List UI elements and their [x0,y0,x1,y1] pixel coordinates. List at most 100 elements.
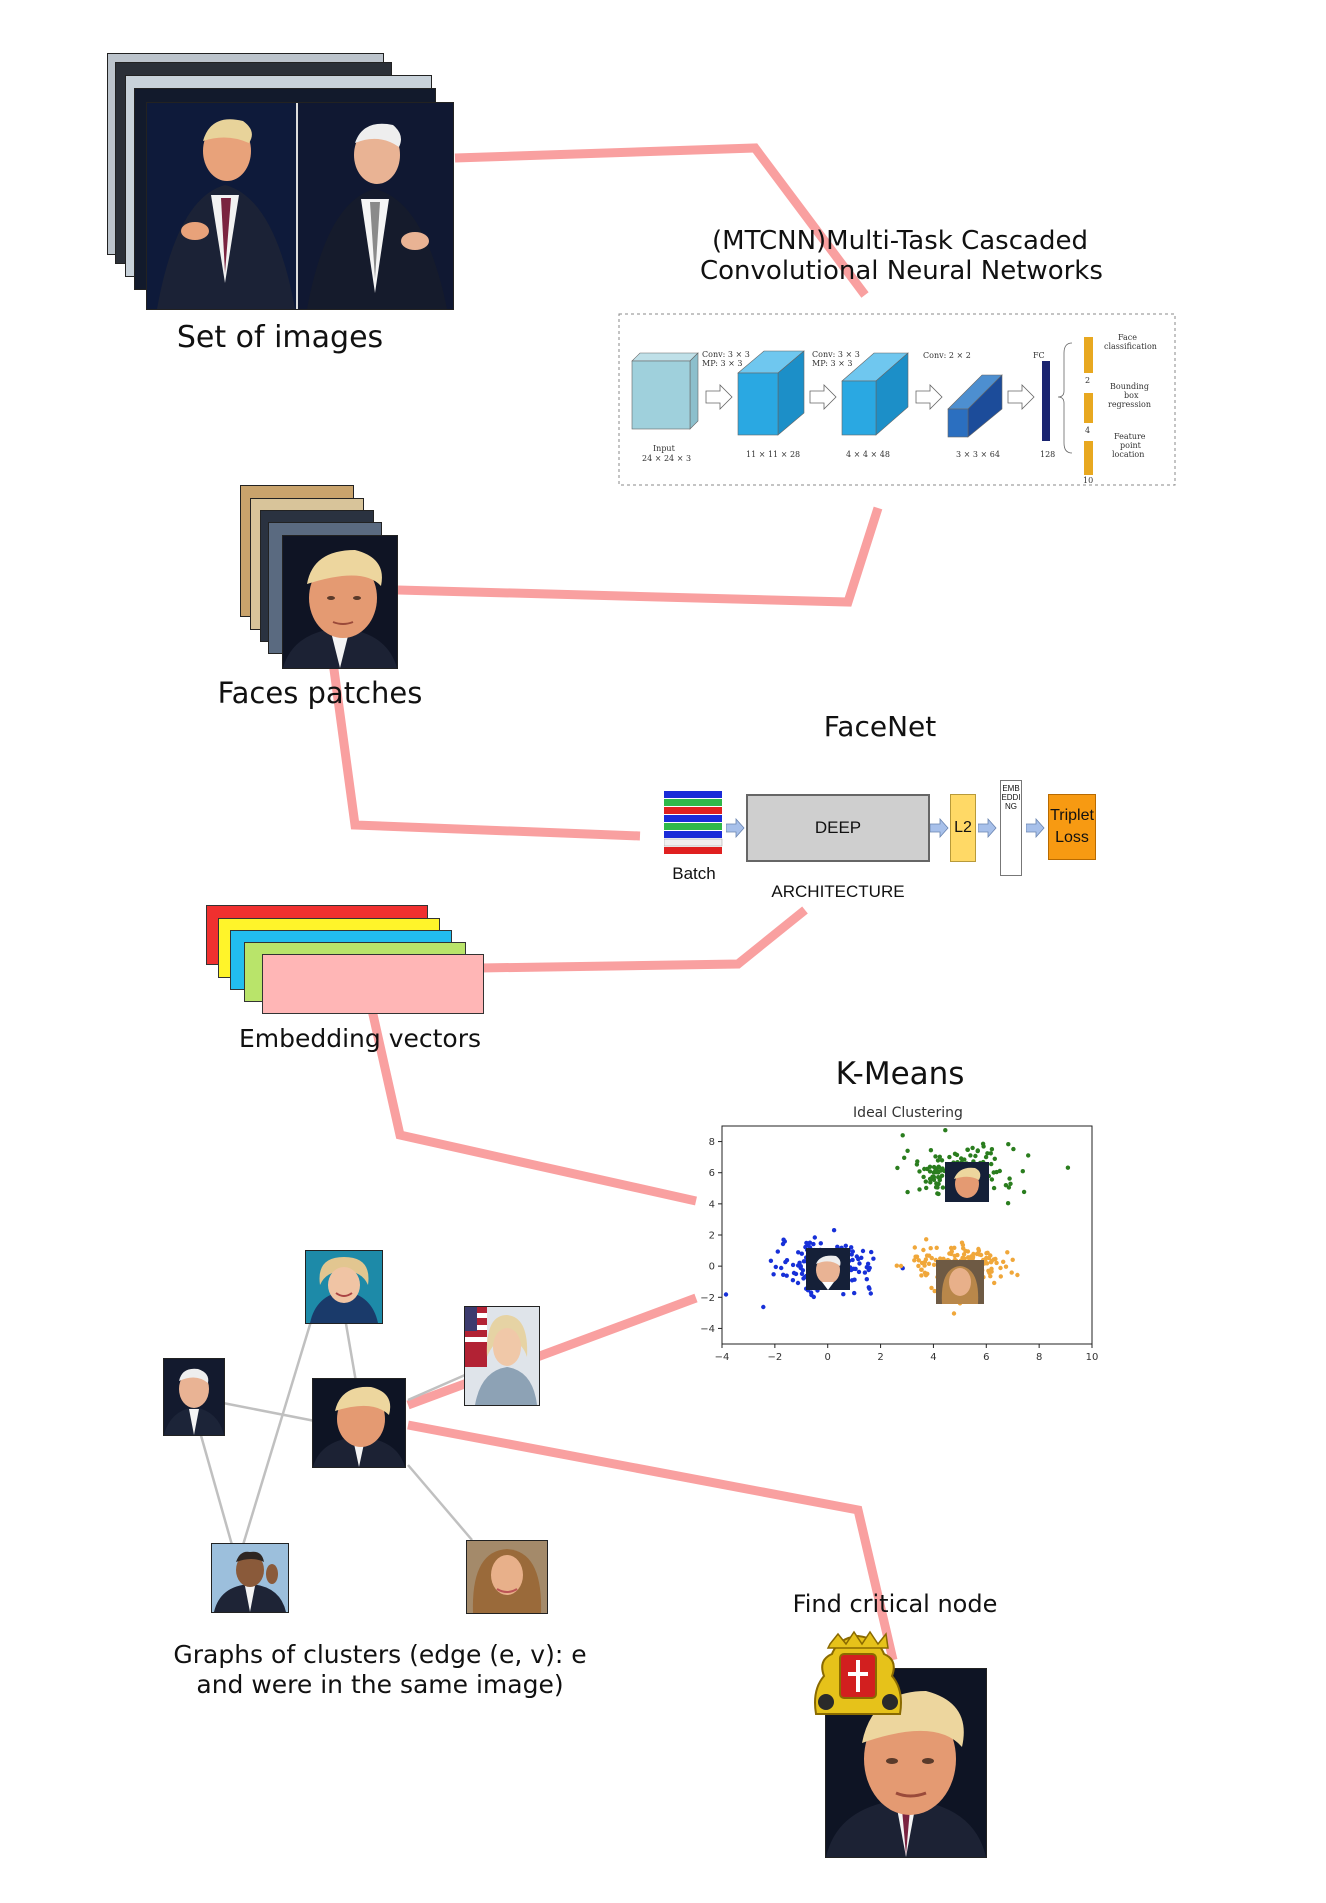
scatter-point-cluster-3 [932,1288,937,1294]
scatter-point-cluster-3 [1005,1250,1010,1255]
scatter-point-cluster-1 [1007,1176,1012,1181]
scatter-point-cluster-1 [1020,1169,1025,1174]
scatter-point-cluster-1 [928,1180,933,1185]
mtcnn-diagram: Conv: 3 × 3 MP: 3 × 3 Conv: 3 × 3 MP: 3 … [618,313,1176,486]
scatter-point-cluster-2 [866,1285,871,1290]
scatter-point-cluster-3 [912,1258,917,1263]
scatter-point-cluster-1 [991,1185,997,1191]
scatter-point-cluster-1 [931,1177,937,1182]
scatter-point-cluster-2 [868,1291,873,1296]
scatter-point-cluster-3 [994,1260,999,1266]
scatter-point-cluster-1 [947,1154,952,1160]
scatter-point-cluster-2 [867,1265,872,1271]
scatter-point-cluster-2 [835,1244,840,1249]
scatter-point-cluster-3 [924,1237,929,1242]
scatter-point-cluster-2 [850,1249,855,1254]
scatter-point-cluster-3 [951,1311,957,1316]
scatter-point-cluster-2 [771,1272,776,1277]
scatter-point-cluster-3 [1015,1272,1020,1278]
scatter-point-cluster-3 [948,1245,954,1251]
scatter-point-cluster-3 [931,1262,937,1267]
scatter-point-cluster-1 [988,1151,993,1156]
scatter-point-cluster-3 [1001,1259,1006,1264]
scatter-point-cluster-2 [852,1290,857,1296]
scatter-point-cluster-3 [923,1257,929,1262]
scatter-point-cluster-1 [962,1157,967,1162]
kmeans-title: K-Means [835,1056,965,1092]
scatter-point-cluster-2 [775,1249,780,1254]
scatter-point-cluster-2 [849,1278,855,1283]
scatter-point-cluster-2 [761,1304,766,1310]
scatter-point-cluster-1 [924,1185,929,1191]
scatter-point-cluster-1 [1011,1146,1016,1152]
embedding-box: EMBEDDING [1000,780,1022,876]
scatter-point-cluster-1 [921,1174,926,1180]
graph-node-trump[interactable] [312,1378,406,1468]
connector-faces-to-facenet [325,639,641,841]
graph-node-obama[interactable] [211,1543,289,1613]
face-patch-photo [282,535,398,669]
scatter-point-cluster-1 [931,1164,937,1170]
scatter-point-cluster-3 [977,1252,982,1257]
mtcnn-title-line2: Convolutional Neural Networks [700,256,1103,286]
svg-text:10: 10 [1083,476,1093,485]
scatter-point-cluster-1 [994,1169,999,1175]
scatter-point-cluster-1 [939,1158,945,1163]
scatter-point-cluster-2 [854,1254,859,1259]
scatter-point-cluster-2 [843,1243,848,1248]
svg-text:box: box [1124,391,1139,400]
cluster-face-blue [806,1248,850,1290]
scatter-point-cluster-1 [989,1177,995,1182]
scatter-point-cluster-2 [796,1250,801,1255]
scatter-point-cluster-3 [963,1248,968,1254]
scatter-point-cluster-2 [807,1240,813,1245]
graph-node-clinton[interactable] [305,1250,383,1324]
scatter-point-cluster-1 [917,1187,922,1192]
scatter-point-cluster-1 [936,1181,941,1187]
graph-node-ivanka[interactable] [464,1306,540,1406]
y-tick-label: 0 [709,1262,715,1273]
svg-text:11 × 11 × 28: 11 × 11 × 28 [746,450,800,459]
scatter-point-cluster-1 [915,1159,920,1164]
scatter-point-cluster-2 [791,1270,797,1276]
arrow-icon [726,818,745,838]
scatter-point-cluster-1 [989,1147,995,1152]
set-of-images-label: Set of images [176,320,384,355]
scatter-point-cluster-1 [933,1185,939,1190]
graph-edge [198,1431,234,1546]
scatter-point-cluster-2 [851,1266,856,1271]
cluster-face-green [945,1162,989,1202]
graph-node-melania[interactable] [466,1540,548,1614]
graphs-label-line1: Graphs of clusters (edge (e, v): e [173,1640,587,1669]
scatter-point-cluster-3 [919,1267,924,1272]
scatter-point-cluster-3 [960,1242,966,1248]
scatter-point-cluster-2 [831,1228,837,1233]
batch-icon [664,791,723,854]
x-tick-label: 0 [825,1352,831,1363]
x-tick-label: 6 [983,1352,989,1363]
scatter-point-cluster-2 [869,1249,874,1255]
chart-title: Ideal Clustering [853,1105,963,1121]
scatter-point-cluster-2 [801,1276,806,1281]
scatter-point-cluster-3 [962,1256,967,1261]
scatter-point-cluster-3 [1009,1270,1014,1275]
scatter-point-cluster-1 [989,1161,994,1167]
scatter-point-cluster-1 [1008,1181,1013,1186]
graph-node-biden[interactable] [163,1358,225,1436]
svg-text:MP: 3 × 3: MP: 3 × 3 [702,359,743,368]
scatter-point-cluster-1 [905,1148,910,1153]
plot-area [721,1125,1093,1345]
scatter-point-cluster-2 [790,1278,796,1283]
scatter-point-cluster-1 [936,1164,942,1170]
l2-box: L2 [950,794,976,862]
y-tick-label: −2 [700,1293,715,1304]
connector-vectors-to-kmeans [367,1009,697,1206]
svg-text:4 × 4 × 48: 4 × 4 × 48 [846,450,890,459]
y-tick-label: 2 [709,1231,715,1242]
scatter-point-cluster-2 [784,1273,789,1278]
scatter-point-cluster-2 [780,1241,786,1247]
scatter-point-cluster-1 [1021,1189,1027,1195]
y-tick-label: −4 [700,1324,715,1335]
